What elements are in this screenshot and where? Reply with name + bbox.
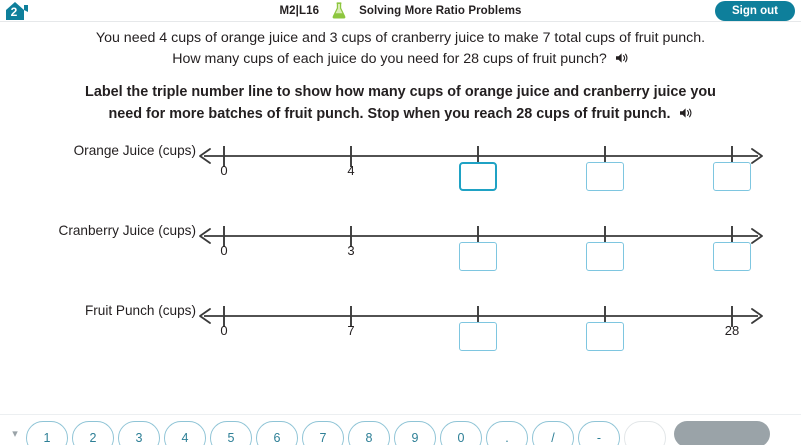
keypad-key[interactable]: 5 <box>210 421 252 445</box>
keypad-key[interactable]: 4 <box>164 421 206 445</box>
tick-label: 3 <box>347 242 355 258</box>
keypad-key[interactable]: 1 <box>26 421 68 445</box>
keypad-key[interactable]: 3 <box>118 421 160 445</box>
speaker-icon[interactable] <box>615 50 629 71</box>
keypad-key[interactable]: 6 <box>256 421 298 445</box>
keypad-submit-button[interactable] <box>674 421 770 445</box>
stem-line-2: How many cups of each juice do you need … <box>172 50 607 67</box>
keypad-key-disabled <box>624 421 666 445</box>
logo-house-2-icon[interactable]: 2 <box>2 0 32 22</box>
speaker-icon[interactable] <box>679 105 693 127</box>
stem-line-2-wrap: How many cups of each juice do you need … <box>26 49 775 71</box>
keypad-key[interactable]: / <box>532 421 574 445</box>
number-line-label: Fruit Punch (cups) <box>84 302 196 318</box>
keypad-key[interactable]: - <box>578 421 620 445</box>
svg-text:2: 2 <box>11 5 18 19</box>
tick-label: 28 <box>724 322 740 338</box>
answer-input-box[interactable] <box>459 161 497 191</box>
tick-label: 0 <box>220 162 228 178</box>
tick-label: 4 <box>347 162 355 178</box>
lesson-code: M2|L16 <box>279 4 320 17</box>
keypad-key[interactable]: 0 <box>440 421 482 445</box>
number-line-label: Orange Juice (cups) <box>73 142 196 158</box>
problem-stem: You need 4 cups of orange juice and 3 cu… <box>0 22 801 70</box>
lesson-title: Solving More Ratio Problems <box>359 4 522 17</box>
tick-label: 0 <box>220 322 228 338</box>
answer-input-box[interactable] <box>586 161 624 191</box>
stem-line-1: You need 4 cups of orange juice and 3 cu… <box>95 30 706 46</box>
answer-input-box[interactable] <box>713 161 751 191</box>
keypad-key[interactable]: 9 <box>394 421 436 445</box>
keypad-key[interactable]: . <box>486 421 528 445</box>
answer-input-box[interactable] <box>586 241 624 271</box>
number-line-row: Fruit Punch (cups) 0 7 28 <box>0 303 801 383</box>
keypad-key[interactable]: 8 <box>348 421 390 445</box>
number-line-axis: 0 7 28 <box>196 303 766 383</box>
keypad-caret-icon: ▾ <box>12 427 18 440</box>
keypad-key[interactable]: 7 <box>302 421 344 445</box>
tick-label: 0 <box>220 242 228 258</box>
tick-label: 7 <box>347 322 355 338</box>
flask-icon <box>332 2 346 19</box>
answer-input-box[interactable] <box>713 241 751 271</box>
answer-input-box[interactable] <box>586 321 624 351</box>
task-prompt-text: Label the triple number line to show how… <box>85 84 716 123</box>
header-lesson-info: M2|L16 Solving More Ratio Problems <box>279 2 521 19</box>
sign-out-button[interactable]: Sign out <box>715 1 795 21</box>
task-prompt: Label the triple number line to show how… <box>81 82 721 127</box>
keypad-key[interactable]: 2 <box>72 421 114 445</box>
number-line-label: Cranberry Juice (cups) <box>58 222 197 238</box>
app-header: 2 M2|L16 Solving More Ratio Problems Sig… <box>0 0 801 22</box>
answer-input-box[interactable] <box>459 321 497 351</box>
answer-input-box[interactable] <box>459 241 497 271</box>
